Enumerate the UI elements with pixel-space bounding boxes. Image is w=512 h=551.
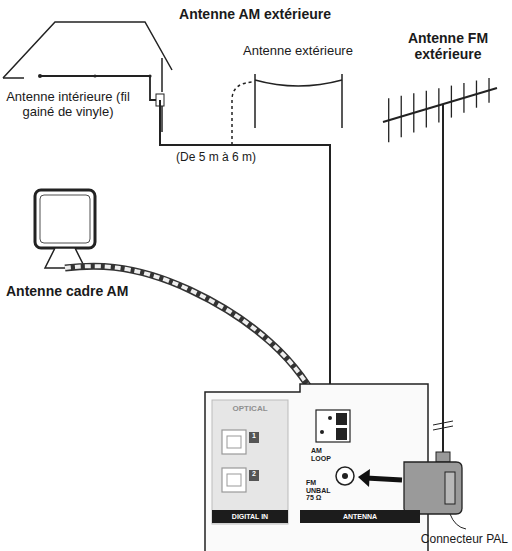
- yagi-element: [451, 86, 452, 118]
- panel-label: OPTICAL: [212, 405, 288, 414]
- port-number: 1: [249, 432, 259, 440]
- antenna-label: Antenne intérieure (fil gainé de vinyle): [4, 90, 132, 120]
- heading-label: Antenne AM extérieure: [165, 6, 345, 22]
- band-label: DIGITAL IN: [232, 513, 268, 520]
- callout-label: Connecteur PAL: [400, 533, 508, 547]
- terminal-label: FM UNBAL 75 Ω: [306, 479, 336, 502]
- port-number: 2: [249, 470, 259, 478]
- antenna-label: Antenne cadre AM: [6, 283, 128, 299]
- yagi-element: [438, 88, 439, 122]
- terminal-label: AM LOOP: [311, 447, 337, 462]
- yagi-element: [388, 98, 389, 142]
- panel-band: DIGITAL IN: [212, 510, 288, 523]
- panel-band: ANTENNA: [300, 510, 420, 523]
- yagi-element: [401, 96, 402, 138]
- yagi-element: [426, 91, 427, 128]
- dimension-label: (De 5 m à 6 m): [176, 151, 256, 165]
- yagi-element: [476, 81, 477, 108]
- yagi-element: [413, 93, 414, 132]
- antenna-label: Antenne FM extérieure: [392, 30, 504, 62]
- antenna-label: Antenne extérieure: [236, 44, 360, 59]
- yagi-element: [488, 78, 489, 103]
- yagi-element: [463, 83, 464, 113]
- band-label: ANTENNA: [343, 513, 377, 520]
